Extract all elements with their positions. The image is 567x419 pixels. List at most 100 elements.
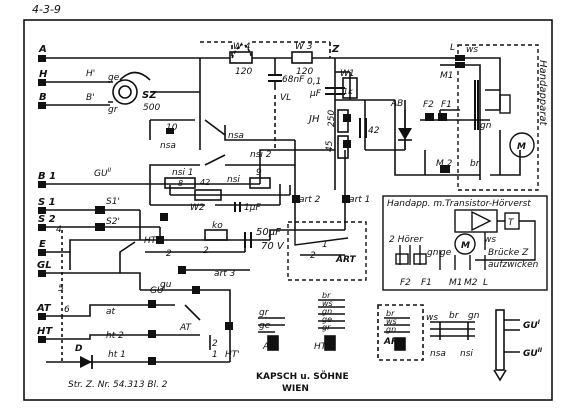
capacitor-42 bbox=[359, 118, 367, 138]
inset-m: M bbox=[461, 241, 470, 251]
label-h-prime: H' bbox=[86, 69, 95, 79]
drawing-border bbox=[23, 19, 553, 401]
inset-title: Handapp. m.Transistor-Hörverst bbox=[387, 199, 531, 209]
capacitor-1uf bbox=[234, 202, 241, 212]
label-nsi2: nsi 2 bbox=[250, 150, 272, 160]
terminal-ht-label: HT bbox=[37, 326, 53, 337]
label-m2: M 2 bbox=[436, 159, 453, 169]
label-gu: gu bbox=[160, 280, 172, 290]
capacitors bbox=[234, 87, 367, 248]
label-w4-val: 120 bbox=[235, 67, 252, 77]
resistor-w4 bbox=[229, 51, 253, 64]
label-f2: F2 bbox=[423, 100, 434, 110]
terminal-labels: A H B B 1 S 1 S 2 E GL AT HT bbox=[36, 44, 56, 337]
label-10: 10 bbox=[166, 123, 178, 133]
bottom-legend bbox=[258, 299, 520, 382]
label-2a: 2 bbox=[166, 249, 172, 259]
label-nsi1: nsi 1 bbox=[172, 168, 193, 178]
terminal-at-label: AT bbox=[36, 303, 52, 314]
label-w3: W 3 bbox=[295, 42, 313, 52]
legend-gr: gr bbox=[259, 308, 270, 318]
label-w2: W2 bbox=[190, 203, 205, 213]
label-at: at bbox=[106, 307, 116, 317]
footer-city: WIEN bbox=[282, 384, 309, 394]
inset-f2: F2 bbox=[400, 278, 411, 288]
inset-ge: ge bbox=[440, 248, 452, 258]
label-sw2: 2 bbox=[310, 251, 316, 261]
inset-aufzwicken: aufzwicken bbox=[488, 260, 539, 270]
label-w1: W1 bbox=[340, 69, 355, 79]
resistors bbox=[164, 51, 358, 241]
label-ge: ge bbox=[108, 73, 120, 83]
label-w3-val: 120 bbox=[296, 67, 313, 77]
inset-f1: F1 bbox=[421, 278, 432, 288]
inset-ws: ws bbox=[484, 235, 496, 245]
label-1: 1 bbox=[212, 350, 218, 360]
label-nsa-right: nsa bbox=[228, 131, 244, 141]
label-w1-val: 1k bbox=[343, 87, 353, 96]
footer-maker: KAPSCH u. SÖHNE bbox=[256, 371, 349, 382]
legend-at: AT bbox=[262, 342, 276, 352]
inset-t: T bbox=[508, 218, 515, 228]
label-l: L bbox=[450, 43, 455, 53]
legend-nsa-ws: ws bbox=[426, 313, 438, 323]
legend-gn: gn bbox=[322, 307, 332, 316]
label-50uf: 50µF bbox=[256, 227, 281, 238]
legend-ge: ge bbox=[259, 321, 271, 331]
terminal-e-label: E bbox=[39, 239, 46, 250]
terminal-dots bbox=[38, 55, 46, 343]
label-1uf: 1µF bbox=[244, 203, 261, 213]
label-art: ART bbox=[335, 255, 356, 265]
label-nsa-top: nsa bbox=[160, 141, 176, 151]
legend-labels: gr ge AT br ws gn ge gr HT br ws gn ART … bbox=[259, 291, 543, 359]
label-sz: SZ bbox=[142, 90, 157, 101]
footer: Str. Z. Nr. 54.313 Bl. 2 KAPSCH u. SÖHNE… bbox=[68, 371, 349, 394]
legend-br: br bbox=[322, 291, 331, 300]
legend-nsi: nsi bbox=[460, 349, 473, 359]
label-art1: art 1 bbox=[349, 195, 370, 205]
terminal-b1-label: B 1 bbox=[38, 171, 56, 182]
resistor-8 bbox=[164, 177, 196, 189]
label-ko: ko bbox=[212, 221, 223, 231]
legend-gu2: GUII bbox=[523, 347, 543, 359]
label-gu2: GUII bbox=[94, 167, 111, 179]
terminal-a-label: A bbox=[38, 44, 47, 55]
label-sw1: 1 bbox=[322, 240, 328, 250]
legend-art-br: br bbox=[386, 309, 395, 318]
rectifier-ab bbox=[398, 110, 412, 150]
label-45: 45 bbox=[325, 140, 335, 152]
legend-art-ws: ws bbox=[386, 317, 397, 326]
resistor-9 bbox=[249, 177, 271, 189]
label-gu1: GUI bbox=[150, 284, 166, 296]
header-scribble: 4-3-9 bbox=[32, 3, 61, 16]
art-relay-box bbox=[287, 221, 367, 281]
label-s1-prime: S1' bbox=[106, 197, 120, 207]
label-gn: gn bbox=[480, 121, 492, 131]
inset-box bbox=[382, 195, 548, 291]
label-6: 6 bbox=[64, 305, 70, 315]
capacitor-50uf bbox=[244, 232, 252, 248]
legend-art-gn: gn bbox=[386, 325, 396, 334]
legend-ge2: ge bbox=[322, 315, 332, 324]
label-cap-68n: 68nF bbox=[282, 75, 305, 85]
label-70v: 70 V bbox=[261, 241, 285, 252]
label-sz-val: 500 bbox=[143, 103, 160, 113]
inset-hoerer: 2 Hörer bbox=[389, 235, 424, 245]
relay-contacts bbox=[95, 55, 465, 365]
label-br: br bbox=[470, 159, 481, 169]
inset-m2: M2 bbox=[464, 278, 478, 288]
footer-drawing-no: Str. Z. Nr. 54.313 Bl. 2 bbox=[68, 380, 168, 390]
label-jh: JH bbox=[307, 114, 320, 125]
part-labels: W 4 120 W 3 120 Z W1 1k 0,1 µF 68nF VL J… bbox=[56, 42, 548, 360]
terminal-s1-label: S 1 bbox=[38, 197, 56, 208]
label-z: Z bbox=[331, 44, 340, 55]
legend-nsa-br: br bbox=[449, 311, 460, 321]
label-f1: F1 bbox=[441, 100, 452, 110]
label-handapparat: Handapparat bbox=[537, 60, 548, 127]
terminal-s2-label: S 2 bbox=[38, 214, 56, 225]
terminal-b-label: B bbox=[39, 92, 47, 103]
label-4: 4 bbox=[56, 225, 62, 235]
label-ht-prime-2: HT' bbox=[225, 350, 240, 360]
label-ab: AB bbox=[390, 99, 403, 109]
